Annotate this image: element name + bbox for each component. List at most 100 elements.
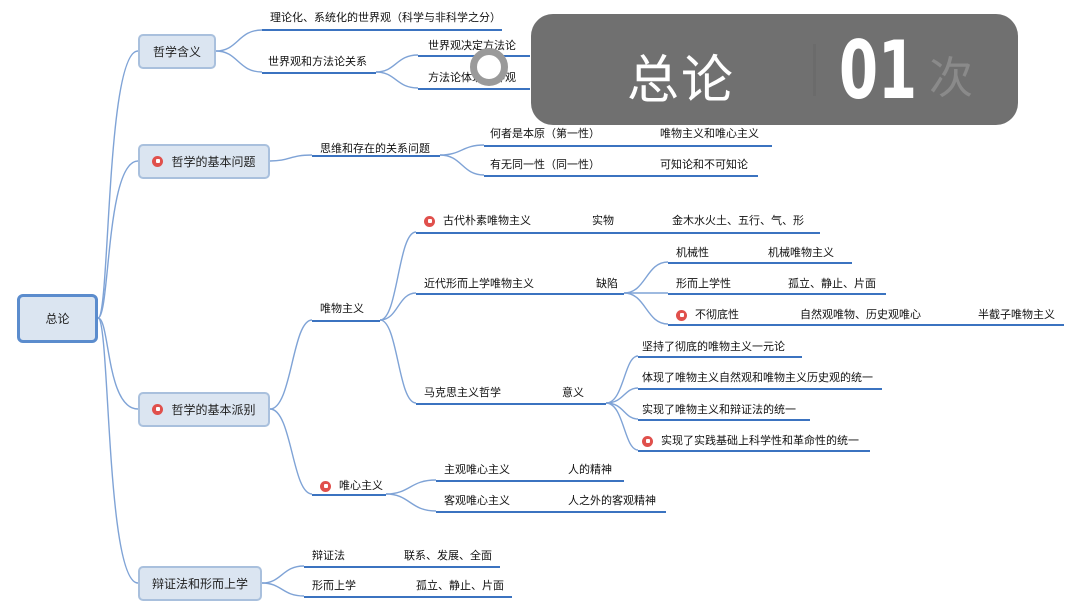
underline xyxy=(664,232,820,234)
topic-label: 不彻底性 xyxy=(695,308,739,321)
node-basic-schools[interactable]: 哲学的基本派别 xyxy=(138,392,270,427)
flag-icon xyxy=(152,156,164,167)
topic-defects[interactable]: 缺陷 xyxy=(596,277,618,290)
underline xyxy=(760,262,852,264)
underline xyxy=(312,155,440,157)
overlay-unit: 次 xyxy=(929,53,973,104)
underline xyxy=(406,596,512,598)
underline xyxy=(940,324,1064,326)
topic-objective-spirit[interactable]: 人之外的客观精神 xyxy=(568,494,656,507)
node-label: 辩证法和形而上学 xyxy=(151,577,248,591)
topic-significance-1[interactable]: 坚持了彻底的唯物主义一元论 xyxy=(642,340,785,353)
record-ring-icon xyxy=(470,48,508,86)
underline xyxy=(304,596,406,598)
topic-label: 古代朴素唯物主义 xyxy=(443,214,531,227)
flag-icon xyxy=(320,480,331,492)
underline xyxy=(668,262,760,264)
underline xyxy=(418,88,530,90)
topic-origin-answer[interactable]: 唯物主义和唯心主义 xyxy=(660,127,759,140)
underline xyxy=(638,356,802,358)
topic-modern-materialism[interactable]: 近代形而上学唯物主义 xyxy=(424,277,534,290)
topic-worldview-method[interactable]: 世界观和方法论关系 xyxy=(268,55,367,68)
topic-label: 唯心主义 xyxy=(339,479,383,492)
topic-mechanical[interactable]: 机械性 xyxy=(676,246,709,259)
topic-marxist-philosophy[interactable]: 马克思主义哲学 xyxy=(424,386,501,399)
topic-isolated-static[interactable]: 孤立、静止、片面 xyxy=(788,277,876,290)
node-dialectics[interactable]: 辩证法和形而上学 xyxy=(138,566,262,601)
root-label: 总论 xyxy=(45,312,70,326)
underline xyxy=(436,511,560,513)
overlay-title: 总论 xyxy=(627,51,736,111)
node-label: 哲学含义 xyxy=(152,45,201,59)
underline xyxy=(416,232,540,234)
node-basic-question[interactable]: 哲学的基本问题 xyxy=(138,144,270,179)
overlay-divider xyxy=(813,44,816,96)
underline xyxy=(416,293,580,295)
topic-worldview-theory[interactable]: 理论化、系统化的世界观（科学与非科学之分） xyxy=(270,11,501,24)
topic-thinking-being[interactable]: 思维和存在的关系问题 xyxy=(320,142,430,155)
underline xyxy=(304,566,394,568)
flag-icon xyxy=(152,404,164,415)
node-label: 哲学的基本派别 xyxy=(171,403,256,417)
underline xyxy=(640,145,772,147)
flag-icon xyxy=(642,435,653,447)
underline xyxy=(394,566,500,568)
underline xyxy=(312,494,386,496)
underline xyxy=(484,175,640,177)
underline xyxy=(668,324,780,326)
underline xyxy=(262,29,502,31)
title-overlay: 总论 01 次 xyxy=(531,14,1018,125)
underline xyxy=(312,320,380,322)
topic-significance-3[interactable]: 实现了唯物主义和辩证法的统一 xyxy=(642,403,796,416)
underline xyxy=(638,450,870,452)
topic-subjective-idealism[interactable]: 主观唯心主义 xyxy=(444,463,510,476)
underline xyxy=(638,419,810,421)
topic-identity-answer[interactable]: 可知论和不可知论 xyxy=(660,158,748,171)
topic-mechanical-materialism[interactable]: 机械唯物主义 xyxy=(768,246,834,259)
node-philosophy-meaning[interactable]: 哲学含义 xyxy=(138,34,216,69)
topic-label: 实现了实践基础上科学性和革命性的统一 xyxy=(661,434,859,447)
topic-idealism[interactable]: 唯心主义 xyxy=(320,479,383,493)
topic-materialism[interactable]: 唯物主义 xyxy=(320,302,364,315)
underline xyxy=(546,403,606,405)
flag-icon xyxy=(676,309,687,321)
topic-objective-idealism[interactable]: 客观唯心主义 xyxy=(444,494,510,507)
topic-worldview-decides[interactable]: 世界观决定方法论 xyxy=(428,39,516,52)
topic-human-spirit[interactable]: 人的精神 xyxy=(568,463,612,476)
topic-connection-development[interactable]: 联系、发展、全面 xyxy=(404,549,492,562)
topic-isolated-static-2[interactable]: 孤立、静止、片面 xyxy=(416,579,504,592)
overlay-number: 01 xyxy=(839,24,918,117)
underline xyxy=(580,293,624,295)
topic-metaphysics[interactable]: 形而上学 xyxy=(312,579,356,592)
underline xyxy=(778,293,886,295)
topic-identity[interactable]: 有无同一性（同一性） xyxy=(490,158,600,171)
underline xyxy=(416,403,546,405)
underline xyxy=(262,72,376,74)
underline xyxy=(560,480,624,482)
topic-significance[interactable]: 意义 xyxy=(562,386,584,399)
root-node[interactable]: 总论 xyxy=(17,294,98,343)
underline xyxy=(484,145,640,147)
topic-significance-2[interactable]: 体现了唯物主义自然观和唯物主义历史观的统一 xyxy=(642,371,873,384)
topic-significance-4[interactable]: 实现了实践基础上科学性和革命性的统一 xyxy=(642,434,859,448)
topic-metaphysical[interactable]: 形而上学性 xyxy=(676,277,731,290)
topic-incomplete[interactable]: 不彻底性 xyxy=(676,308,739,322)
flag-icon xyxy=(424,215,435,227)
underline xyxy=(638,388,882,390)
topic-half-materialism[interactable]: 半截子唯物主义 xyxy=(978,308,1055,321)
underline xyxy=(640,175,758,177)
underline xyxy=(560,511,666,513)
topic-nature-history[interactable]: 自然观唯物、历史观唯心 xyxy=(800,308,921,321)
topic-ancient-materialism[interactable]: 古代朴素唯物主义 xyxy=(424,214,531,228)
node-label: 哲学的基本问题 xyxy=(171,155,256,169)
underline xyxy=(668,293,778,295)
underline xyxy=(780,324,940,326)
underline xyxy=(540,232,664,234)
topic-dialectics[interactable]: 辩证法 xyxy=(312,549,345,562)
topic-five-elements[interactable]: 金木水火土、五行、气、形 xyxy=(672,214,804,227)
underline xyxy=(436,480,560,482)
topic-origin[interactable]: 何者是本原（第一性） xyxy=(490,127,600,140)
topic-substance[interactable]: 实物 xyxy=(592,214,614,227)
